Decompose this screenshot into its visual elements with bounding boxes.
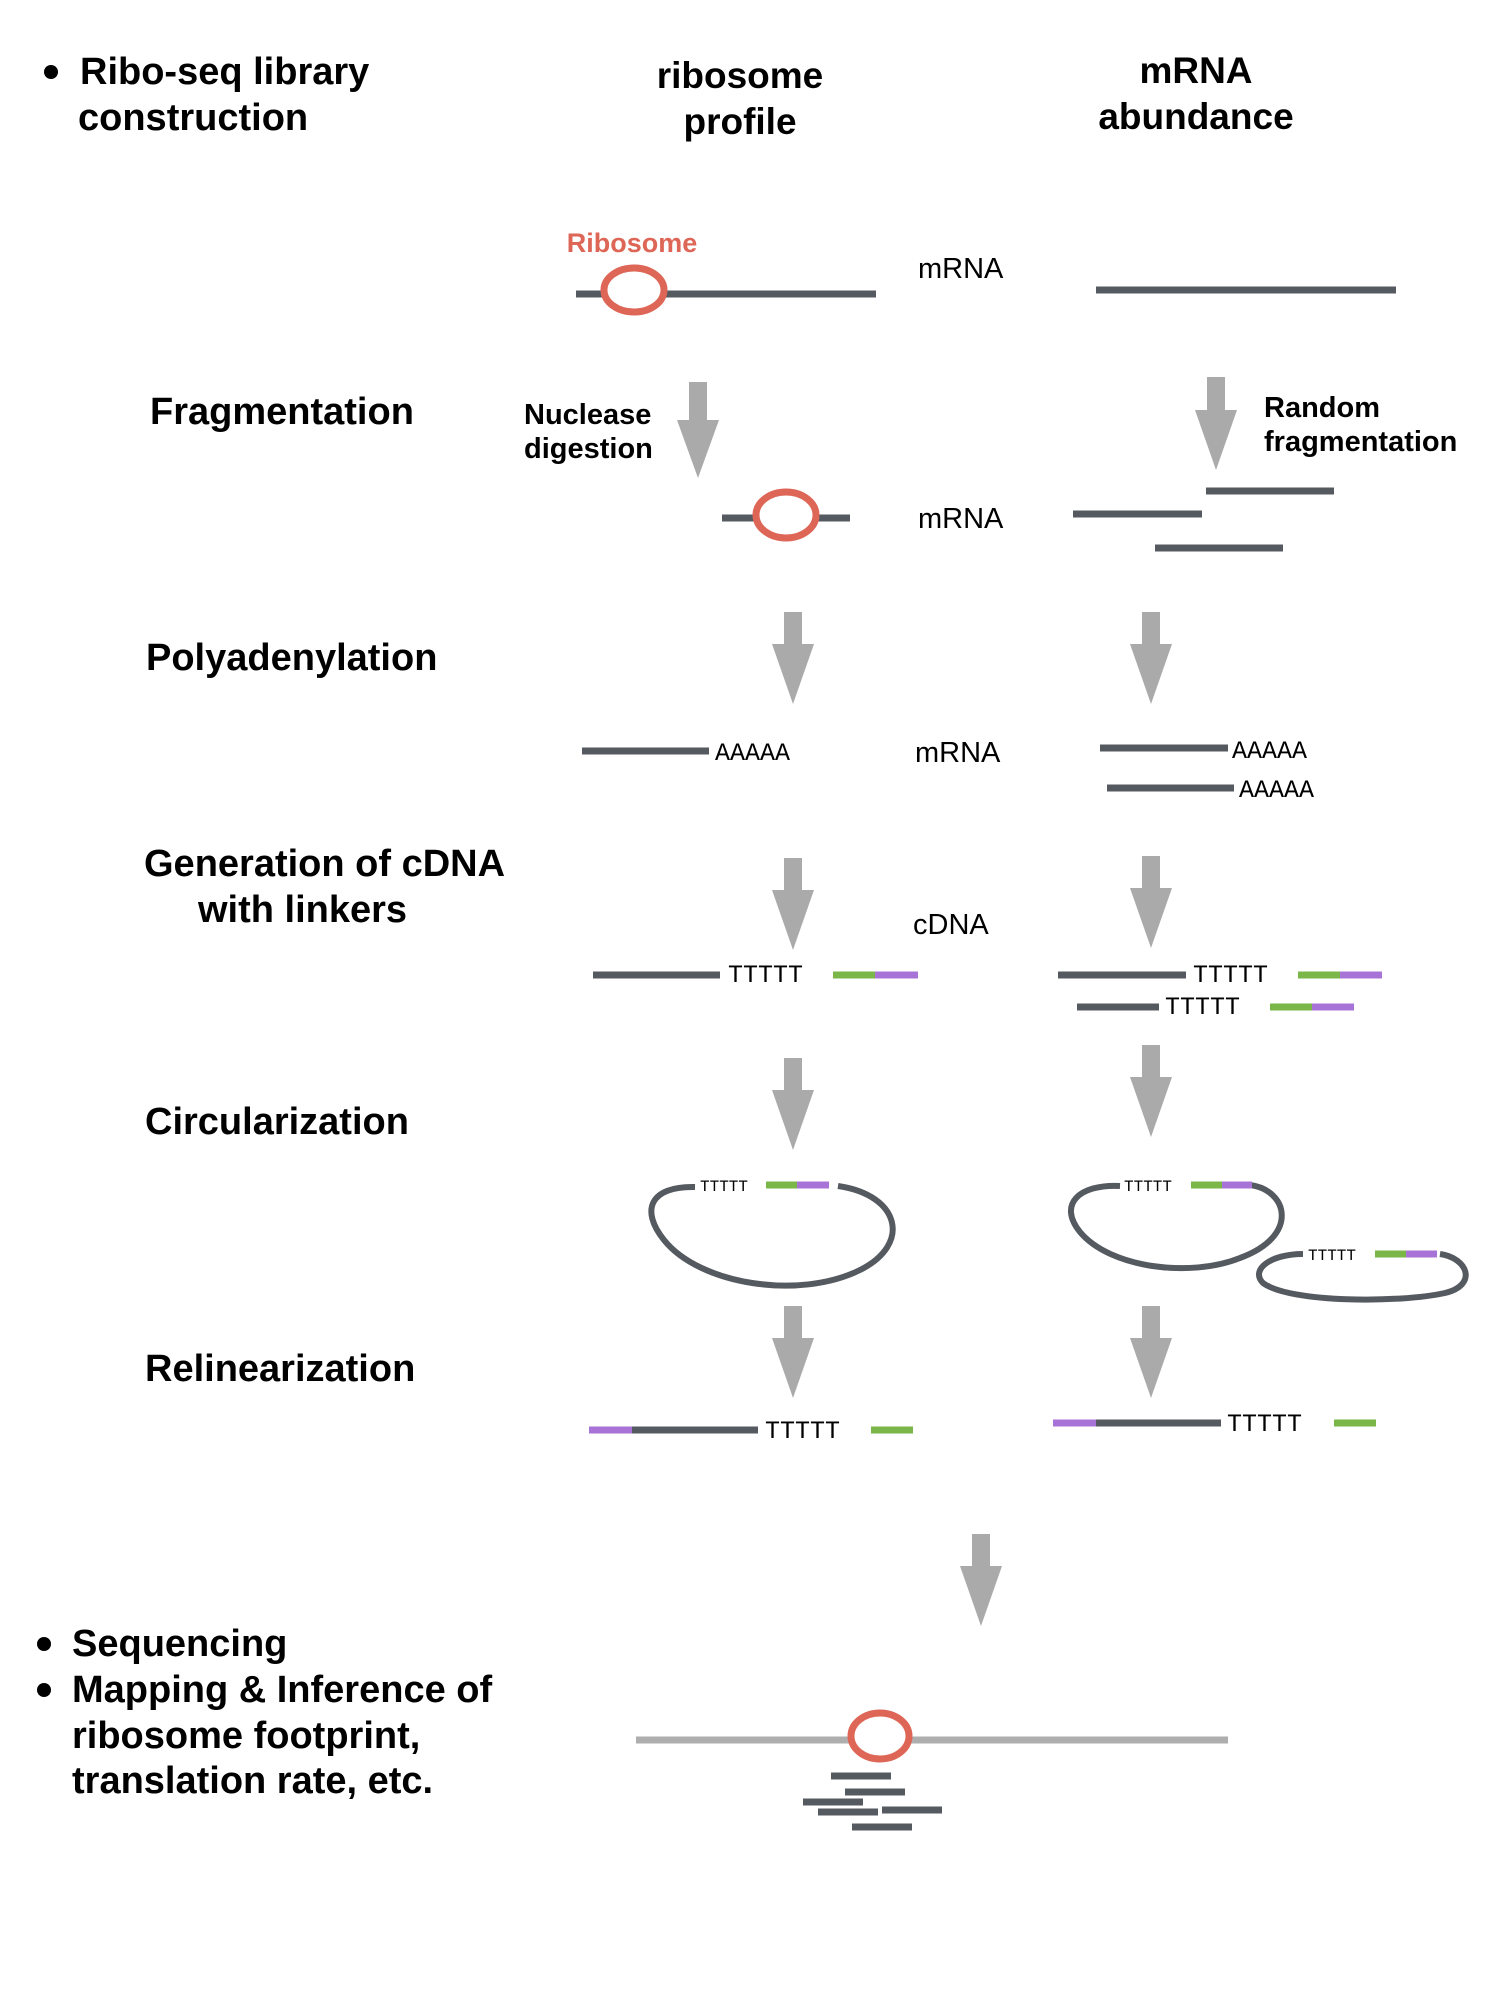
circular-cdna [1067,1182,1285,1272]
bullet-dot [37,1683,51,1697]
column-header-mrna-line1: mRNA [1139,50,1252,91]
poly-a-tail: AAAAA [715,739,790,768]
step-relinearization: Relinearization [145,1348,415,1390]
mrna-label: mRNA [918,253,1004,285]
bullet-sequencing: Sequencing [72,1623,287,1665]
ribosome-label: Ribosome [567,228,698,258]
column-header-ribosome-line2: profile [683,101,796,142]
poly-t-sequence: TTTTT [1308,1247,1356,1265]
down-arrow [772,1306,814,1398]
poly-a-tail: AAAAA [1239,776,1314,805]
down-arrow [677,382,719,478]
down-arrow [1195,377,1237,470]
poly-t-sequence: TTTTT [765,1417,840,1446]
random-fragmentation-line1: Random [1264,392,1380,424]
step-fragmentation: Fragmentation [150,391,414,433]
poly-t-sequence: TTTTT [1193,961,1268,990]
circular-cdna [1256,1251,1469,1303]
bullet-mapping-line3: translation rate, etc. [72,1760,433,1802]
step-circularization: Circularization [145,1101,409,1143]
cdna-label: cDNA [913,909,989,941]
mrna-label: mRNA [915,737,1001,769]
poly-t-sequence: TTTTT [1124,1178,1172,1196]
down-arrow [772,1058,814,1150]
section-title-line1: Ribo-seq library [80,51,369,93]
poly-t-sequence: TTTTT [728,961,803,990]
column-header-mrna-line2: abundance [1098,96,1293,137]
step-cdna-line1: Generation of cDNA [144,843,505,885]
poly-t-sequence: TTTTT [1227,1410,1302,1439]
nuclease-digestion-line1: Nuclease [524,399,651,431]
ribosome-icon [752,488,820,542]
down-arrow [1130,856,1172,948]
mrna-label: mRNA [918,503,1004,535]
bullet-mapping-line1: Mapping & Inference of [72,1669,492,1711]
down-arrow [1130,612,1172,704]
step-polyadenylation: Polyadenylation [146,637,437,679]
down-arrow [772,858,814,950]
bullet-dot [44,65,58,79]
down-arrow [960,1534,1002,1626]
circular-cdna [648,1183,896,1289]
poly-t-sequence: TTTTT [700,1178,748,1196]
nuclease-digestion-line2: digestion [524,433,653,465]
poly-a-tail: AAAAA [1232,737,1307,766]
ribosome-icon [600,264,668,316]
column-header-ribosome-line1: ribosome [657,55,824,96]
down-arrow [1130,1306,1172,1398]
section-title-line2: construction [78,97,308,139]
down-arrow [772,612,814,704]
down-arrow [1130,1045,1172,1137]
step-cdna-line2: with linkers [197,889,407,931]
ribosome-icon [847,1709,913,1763]
poly-t-sequence: TTTTT [1165,993,1240,1022]
bullet-mapping-line2: ribosome footprint, [72,1715,420,1757]
random-fragmentation-line2: fragmentation [1264,426,1457,458]
bullet-dot [37,1637,51,1651]
